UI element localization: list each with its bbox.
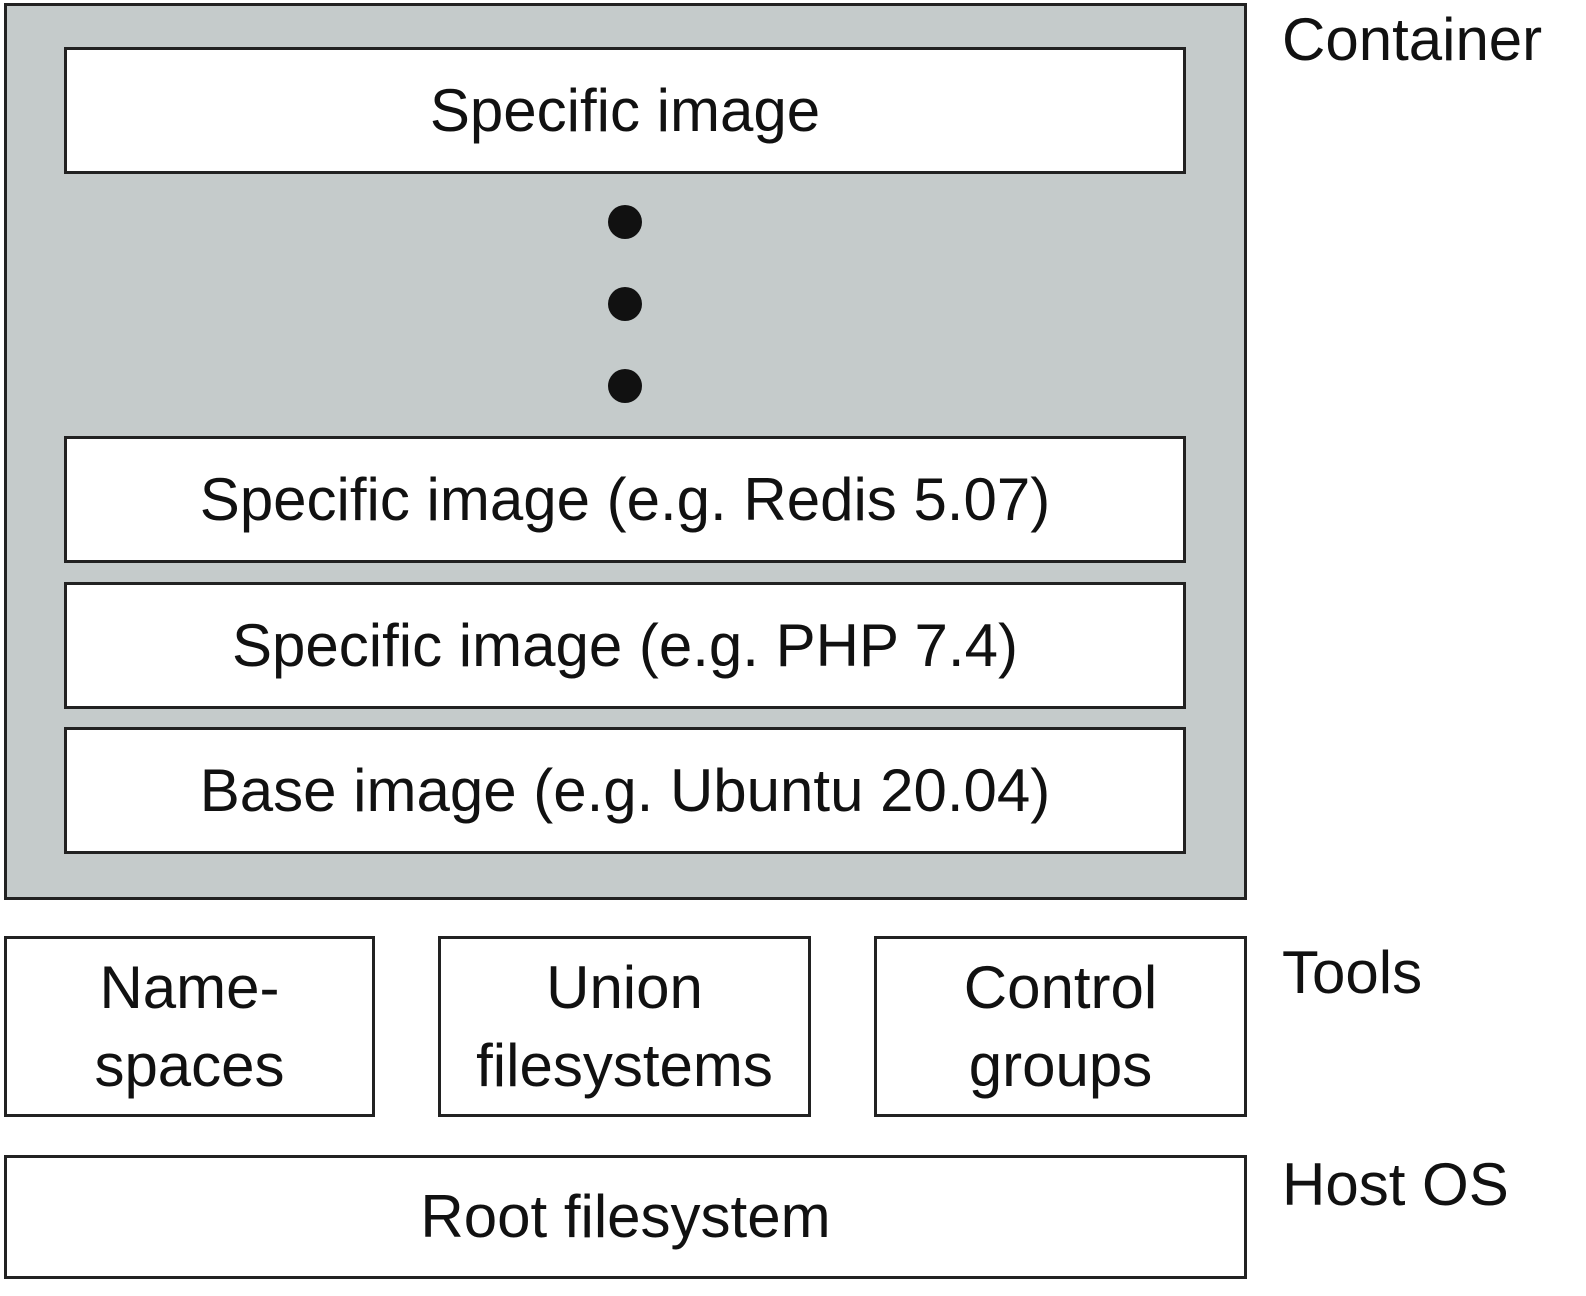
tool-label-line1: Name-: [99, 953, 280, 1021]
tool-label-line1: Control: [963, 953, 1158, 1021]
layer-label: Specific image (e.g. PHP 7.4): [232, 611, 1018, 679]
layer-label: Specific image: [429, 76, 821, 144]
namespaces-tool: Name- spaces: [4, 936, 375, 1117]
ellipsis-dot: [608, 205, 642, 239]
ellipsis-dot: [608, 287, 642, 321]
tool-label-line2: filesystems: [476, 1031, 773, 1099]
root-filesystem-box: Root filesystem: [4, 1155, 1247, 1279]
tool-label-line1: Union: [546, 953, 703, 1021]
layer-label: Base image (e.g. Ubuntu 20.04): [199, 756, 1051, 824]
redis-image-layer: Specific image (e.g. Redis 5.07): [64, 436, 1186, 563]
php-image-layer: Specific image (e.g. PHP 7.4): [64, 582, 1186, 709]
root-filesystem-label: Root filesystem: [420, 1183, 831, 1250]
control-groups-tool: Control groups: [874, 936, 1247, 1117]
base-image-layer: Base image (e.g. Ubuntu 20.04): [64, 727, 1186, 854]
container-label: Container: [1282, 6, 1543, 73]
union-filesystems-tool: Union filesystems: [438, 936, 811, 1117]
ellipsis-dot: [608, 369, 642, 403]
layer-label: Specific image (e.g. Redis 5.07): [199, 465, 1051, 533]
host-os-label: Host OS: [1282, 1151, 1509, 1218]
tool-label-line2: spaces: [94, 1031, 285, 1099]
tool-label-line2: groups: [968, 1031, 1153, 1099]
tools-label: Tools: [1282, 939, 1423, 1006]
specific-image-layer-top: Specific image: [64, 47, 1186, 174]
